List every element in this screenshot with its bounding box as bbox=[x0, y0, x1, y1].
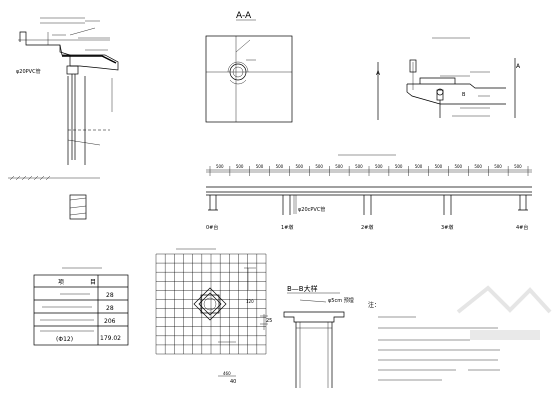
dim-120: 120 bbox=[246, 299, 254, 304]
spacing-dim-label: 500 bbox=[295, 164, 303, 169]
section-b-b-title: B—B大样 bbox=[287, 284, 318, 293]
spacing-dim-label: 500 bbox=[474, 164, 482, 169]
spacing-dim-label: 500 bbox=[256, 164, 264, 169]
spacing-dim-label: 500 bbox=[454, 164, 462, 169]
spacing-dim-label: 500 bbox=[415, 164, 423, 169]
pier-marks: 0#台 1#墩 2#墩 3#墩 4#台 bbox=[206, 224, 528, 231]
table-header-col2: 目 bbox=[90, 279, 96, 286]
material-table: 项 目 (Φ12) 28 28 206 179.02 bbox=[33, 267, 129, 346]
grate-rebar-plan: 460 40 120 bbox=[155, 248, 267, 385]
table-row-4-value: 179.02 bbox=[100, 335, 121, 342]
pier-mark: 0#台 bbox=[206, 224, 218, 231]
spacing-dim-label: 500 bbox=[315, 164, 323, 169]
spacing-dim-label: 500 bbox=[276, 164, 284, 169]
cut-a-left: A bbox=[376, 70, 381, 77]
spacing-dim-label: 500 bbox=[375, 164, 383, 169]
table-header-col1: 项 bbox=[58, 279, 64, 286]
cut-a-right: A bbox=[516, 63, 521, 70]
section-a-a: A-A bbox=[205, 11, 293, 123]
watermark bbox=[456, 285, 552, 340]
table-row-4-name: (Φ12) bbox=[56, 336, 73, 343]
spacing-dim-label: 500 bbox=[216, 164, 224, 169]
spacing-dim-label: 500 bbox=[395, 164, 403, 169]
table-row-3-value: 206 bbox=[104, 318, 116, 325]
pier-mark: 4#台 bbox=[516, 224, 528, 231]
dim-40-bottom: 40 bbox=[230, 379, 236, 385]
drain-layout-elevation: 500 500 500 500 500 500 500 500 500 500 500 500 500 5… bbox=[206, 154, 532, 231]
pier-mark: 2#墩 bbox=[361, 224, 373, 231]
pier-mark: 3#墩 bbox=[441, 224, 453, 231]
drain-install-section: A A B bbox=[376, 37, 521, 120]
notes: 注： bbox=[368, 301, 500, 381]
spacing-dimensions: 500 500 500 500 500 500 500 500 500 500 500 500 500 5… bbox=[209, 164, 529, 176]
pipe-label-elevation: φ20cPVC管 bbox=[298, 206, 325, 213]
plate-label: φ5cm 预埋 bbox=[328, 297, 354, 304]
dim-25: 25 bbox=[266, 318, 272, 324]
mark-b: B bbox=[462, 92, 466, 98]
deck-edge-section: φ20PVC管 bbox=[8, 17, 119, 220]
spacing-dim-label: 500 bbox=[435, 164, 443, 169]
section-a-a-title: A-A bbox=[236, 11, 252, 21]
spacing-dim-label: 500 bbox=[494, 164, 502, 169]
table-row-2-value: 28 bbox=[106, 305, 114, 312]
pipe-label: φ20PVC管 bbox=[16, 68, 41, 75]
table-row-1-value: 28 bbox=[106, 292, 114, 299]
spacing-dim-label: 500 bbox=[236, 164, 244, 169]
dim-460: 460 bbox=[223, 371, 231, 376]
section-b-b: B—B大样 φ5cm 预埋 25 bbox=[260, 284, 354, 388]
spacing-dim-label: 500 bbox=[335, 164, 343, 169]
pier-mark: 1#墩 bbox=[281, 224, 293, 231]
spacing-dim-label: 500 bbox=[514, 164, 522, 169]
notes-title: 注： bbox=[368, 301, 380, 309]
spacing-dim-label: 500 bbox=[355, 164, 363, 169]
rebar-grid bbox=[155, 253, 267, 355]
